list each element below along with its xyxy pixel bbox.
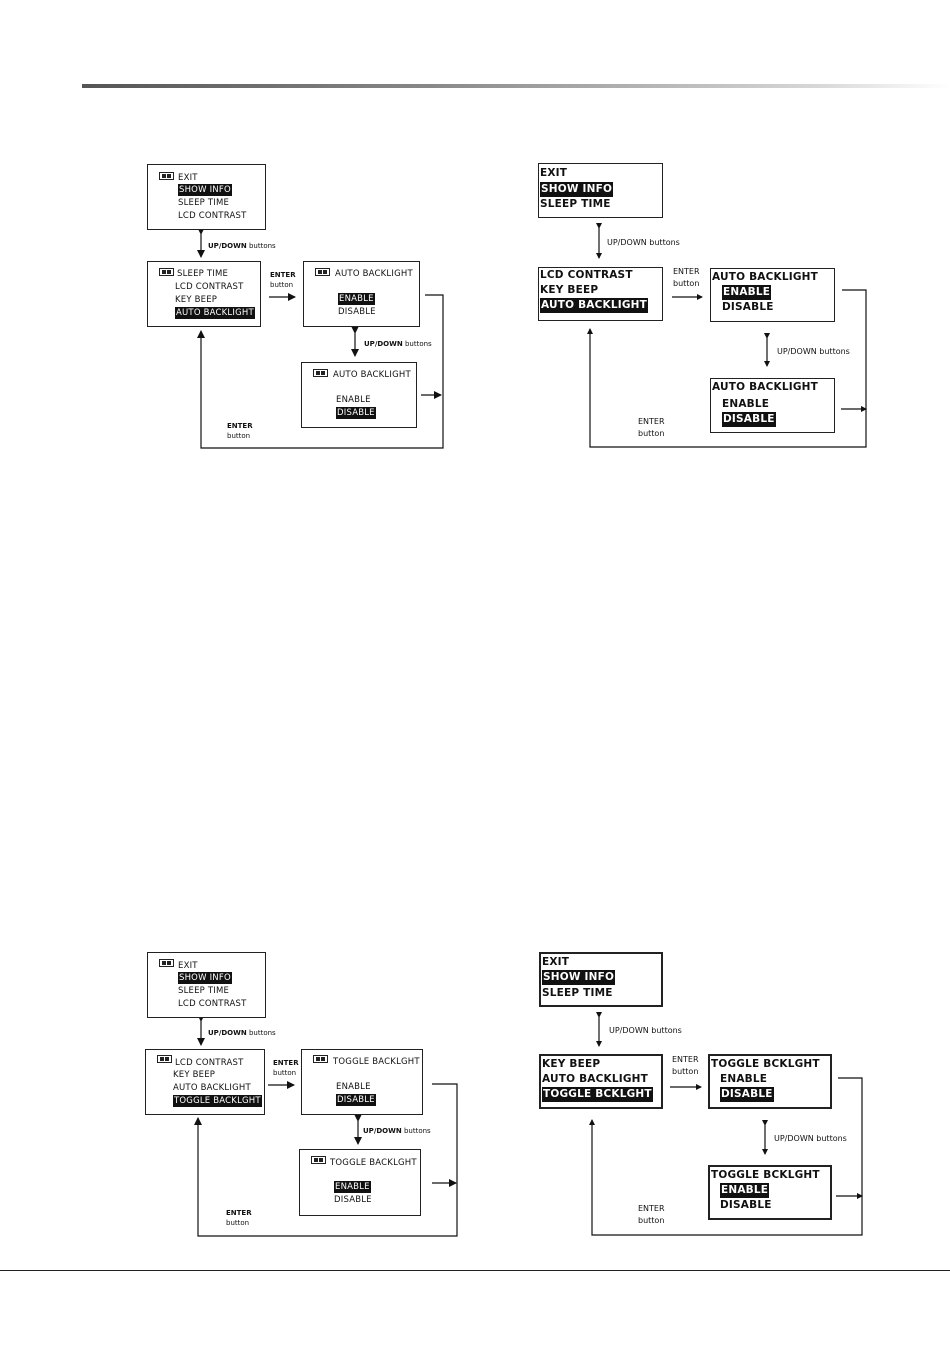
d3-sub-menu-screen: LCD CONTRAST KEY BEEP AUTO BACKLIGHT TOG… xyxy=(145,1049,265,1115)
d2-main-item-1: SHOW INFO xyxy=(540,182,614,197)
d4-option-screen-disable: TOGGLE BCKLGHT ENABLE DISABLE xyxy=(708,1054,832,1109)
d2-option-updown-label: UP/DOWN buttons xyxy=(777,347,850,356)
d1-sub-item-1: LCD CONTRAST xyxy=(175,282,244,292)
d4-option-title: TOGGLE BCKLGHT xyxy=(711,1058,820,1070)
d4-option2-enable: ENABLE xyxy=(720,1183,770,1198)
d4-sub-item-0: KEY BEEP xyxy=(542,1058,601,1070)
d3-sub-item-1: KEY BEEP xyxy=(173,1070,216,1080)
d2-option-enable: ENABLE xyxy=(722,285,772,300)
d3-main-item-1: SHOW INFO xyxy=(178,972,232,984)
d1-sub-menu-screen: SLEEP TIME LCD CONTRAST KEY BEEP AUTO BA… xyxy=(147,261,261,327)
d2-option2-enable: ENABLE xyxy=(722,398,770,410)
d1-sub-item-3: AUTO BACKLIGHT xyxy=(175,307,255,319)
d1-option-enable: ENABLE xyxy=(338,293,375,305)
battery-icon xyxy=(159,268,174,276)
header-rule xyxy=(82,84,950,88)
d2-option-disable: DISABLE xyxy=(722,301,774,313)
battery-icon xyxy=(313,369,328,377)
d4-option2-disable: DISABLE xyxy=(720,1199,772,1211)
d1-sub-item-2: KEY BEEP xyxy=(175,295,218,305)
d4-return-line xyxy=(589,1077,863,1236)
d1-main-item-0: EXIT xyxy=(178,173,198,183)
battery-icon xyxy=(159,172,174,180)
battery-icon xyxy=(311,1156,326,1164)
d1-option-disable: DISABLE xyxy=(338,307,376,317)
d2-main-menu-screen: EXIT SHOW INFO SLEEP TIME xyxy=(538,163,663,218)
d1-sub-item-0: SLEEP TIME xyxy=(177,269,229,279)
d1-updown-label: UP/DOWN buttons xyxy=(208,242,276,250)
d2-sub-menu-screen: LCD CONTRAST KEY BEEP AUTO BACKLIGHT xyxy=(538,267,663,321)
d3-updown-label: UP/DOWN buttons xyxy=(208,1029,276,1037)
d4-sub-menu-screen: KEY BEEP AUTO BACKLIGHT TOGGLE BCKLGHT xyxy=(539,1054,663,1109)
d4-main-item-0: EXIT xyxy=(542,956,570,968)
d4-option-screen-enable: TOGGLE BCKLGHT ENABLE DISABLE xyxy=(708,1165,832,1220)
d2-sub-item-2: AUTO BACKLIGHT xyxy=(540,298,649,313)
d3-option-screen-enable: TOGGLE BACKLGHT ENABLE DISABLE xyxy=(299,1149,421,1216)
d1-main-item-2: SLEEP TIME xyxy=(178,198,230,208)
d1-option-updown-label: UP/DOWN buttons xyxy=(364,340,432,348)
d4-main-item-1: SHOW INFO xyxy=(542,970,616,985)
d1-option2-disable: DISABLE xyxy=(336,407,376,419)
d2-option2-title: AUTO BACKLIGHT xyxy=(712,381,819,393)
d1-option-title: AUTO BACKLIGHT xyxy=(335,269,413,279)
d2-return-line xyxy=(587,289,867,448)
d3-option2-enable: ENABLE xyxy=(334,1181,371,1193)
d2-main-item-2: SLEEP TIME xyxy=(540,198,611,210)
d3-main-item-2: SLEEP TIME xyxy=(178,986,230,996)
d1-option-screen-disable: AUTO BACKLIGHT ENABLE DISABLE xyxy=(301,362,417,428)
d3-option-updown-label: UP/DOWN buttons xyxy=(363,1127,431,1135)
battery-icon xyxy=(313,1055,328,1063)
battery-icon xyxy=(159,959,174,967)
d1-main-item-1: SHOW INFO xyxy=(178,184,232,196)
d3-option-enable: ENABLE xyxy=(336,1082,371,1092)
d1-return-line xyxy=(197,294,444,449)
d4-option-enable: ENABLE xyxy=(720,1073,768,1085)
d2-option-screen-enable: AUTO BACKLIGHT ENABLE DISABLE xyxy=(710,268,835,322)
d4-updown-label: UP/DOWN buttons xyxy=(609,1026,682,1035)
d4-option-disable: DISABLE xyxy=(720,1087,774,1102)
d4-sub-item-2: TOGGLE BCKLGHT xyxy=(542,1087,653,1102)
d1-option2-title: AUTO BACKLIGHT xyxy=(333,370,411,380)
d2-sub-item-1: KEY BEEP xyxy=(540,284,599,296)
d1-option-screen-enable: AUTO BACKLIGHT ENABLE DISABLE xyxy=(303,261,420,327)
d3-sub-item-3: TOGGLE BACKLGHT xyxy=(173,1095,262,1107)
d3-main-item-0: EXIT xyxy=(178,961,198,971)
d1-main-item-3: LCD CONTRAST xyxy=(178,211,247,221)
d4-option2-title: TOGGLE BCKLGHT xyxy=(711,1169,820,1181)
d3-return-line xyxy=(194,1083,458,1237)
d2-option-title: AUTO BACKLIGHT xyxy=(712,271,819,283)
d3-main-item-3: LCD CONTRAST xyxy=(178,999,247,1009)
d1-option2-enable: ENABLE xyxy=(336,395,371,405)
battery-icon xyxy=(157,1055,172,1063)
d4-main-item-2: SLEEP TIME xyxy=(542,987,613,999)
battery-icon xyxy=(315,268,330,276)
d2-updown-label: UP/DOWN buttons xyxy=(607,238,680,247)
d2-main-item-0: EXIT xyxy=(540,167,568,179)
d3-option-title: TOGGLE BACKLGHT xyxy=(333,1057,420,1067)
d2-sub-item-0: LCD CONTRAST xyxy=(540,269,633,281)
d3-option-disable: DISABLE xyxy=(336,1094,376,1106)
d1-main-menu-screen: EXIT SHOW INFO SLEEP TIME LCD CONTRAST xyxy=(147,164,266,230)
d3-sub-item-0: LCD CONTRAST xyxy=(175,1058,244,1068)
d4-sub-item-1: AUTO BACKLIGHT xyxy=(542,1073,649,1085)
d3-option2-disable: DISABLE xyxy=(334,1195,372,1205)
d3-option2-title: TOGGLE BACKLGHT xyxy=(330,1158,417,1168)
d3-sub-item-2: AUTO BACKLIGHT xyxy=(173,1083,251,1093)
d3-main-menu-screen: EXIT SHOW INFO SLEEP TIME LCD CONTRAST xyxy=(147,952,266,1018)
d3-option-screen-disable: TOGGLE BACKLGHT ENABLE DISABLE xyxy=(301,1049,423,1115)
footer-rule xyxy=(0,1270,950,1271)
d4-main-menu-screen: EXIT SHOW INFO SLEEP TIME xyxy=(539,952,663,1007)
d4-option-updown-label: UP/DOWN buttons xyxy=(774,1134,847,1143)
d2-option2-disable: DISABLE xyxy=(722,412,776,427)
d2-option-screen-disable: AUTO BACKLIGHT ENABLE DISABLE xyxy=(710,378,835,433)
